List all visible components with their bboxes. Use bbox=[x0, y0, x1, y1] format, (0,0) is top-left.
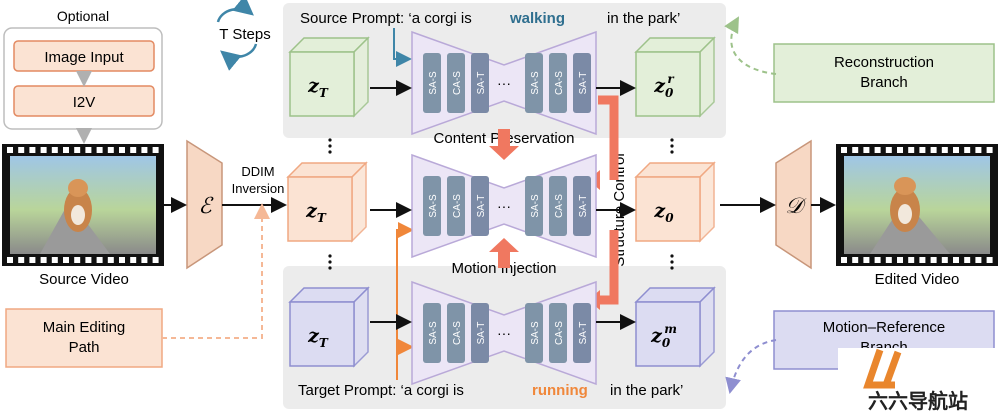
unet-block-sa-s: SA-S bbox=[525, 53, 543, 113]
unet-ellipsis: ··· bbox=[497, 198, 511, 214]
watermark-text: 六六导航站 bbox=[868, 389, 968, 413]
main-editing-dashed-arrow bbox=[162, 203, 270, 339]
latent-label: z0r bbox=[653, 72, 675, 100]
unet-block-sa-t: SA-T bbox=[471, 176, 489, 236]
unet-block-ca-s: CA-S bbox=[447, 53, 465, 113]
ddim-line-2: Inversion bbox=[232, 181, 285, 196]
unet-block-sa-t: SA-T bbox=[471, 303, 489, 363]
unet-block-label: CA-S bbox=[452, 71, 463, 95]
target-prompt-verb: running bbox=[532, 382, 588, 399]
target-prompt: Target Prompt: ‘a corgi is running in th… bbox=[298, 382, 683, 399]
source-video-filmstrip bbox=[2, 144, 164, 266]
encoder-block bbox=[186, 139, 223, 270]
unet-block-label: CA-S bbox=[452, 321, 463, 345]
unet-block-label: CA-S bbox=[554, 321, 565, 345]
watermark-logo: 六六导航站 bbox=[838, 348, 998, 413]
unet-block-label: SA-T bbox=[476, 195, 487, 218]
unet-block-label: SA-S bbox=[428, 194, 439, 218]
unet-block-sa-s: SA-S bbox=[525, 176, 543, 236]
unet-block-sa-s: SA-S bbox=[423, 176, 441, 236]
main-editing-path-line-1: Main Editing bbox=[43, 319, 126, 336]
unet-block-sa-s: SA-S bbox=[423, 53, 441, 113]
unet-block-sa-t: SA-T bbox=[573, 303, 591, 363]
unet-ellipsis: ··· bbox=[497, 75, 511, 91]
encoder-symbol: ℰ bbox=[198, 193, 214, 218]
unet-block-label: SA-T bbox=[578, 195, 589, 218]
decoder-block bbox=[775, 139, 812, 270]
target-prompt-suffix: in the park’ bbox=[610, 382, 683, 399]
unet-block-ca-s: CA-S bbox=[549, 303, 567, 363]
unet-block-label: SA-T bbox=[578, 72, 589, 95]
unet-block-sa-t: SA-T bbox=[573, 53, 591, 113]
unet-block-sa-s: SA-S bbox=[525, 303, 543, 363]
edited-video-filmstrip bbox=[836, 144, 998, 266]
unet-block-sa-s: SA-S bbox=[423, 303, 441, 363]
target-prompt-prefix: Target Prompt: ‘a corgi is bbox=[298, 382, 464, 399]
vertical-ellipses bbox=[328, 138, 674, 270]
unet-main: SA-S CA-S SA-T SA-S CA-S SA-T ··· bbox=[411, 153, 597, 259]
unet-target: SA-S CA-S SA-T SA-S CA-S SA-T ··· bbox=[411, 280, 597, 386]
latent-cube-zt-source: zT bbox=[288, 36, 370, 118]
source-prompt-verb: walking bbox=[509, 10, 565, 27]
unet-block-label: SA-S bbox=[530, 194, 541, 218]
unet-block-ca-s: CA-S bbox=[447, 303, 465, 363]
latent-cube-zt-target: zT bbox=[288, 286, 370, 368]
source-video-label: Source Video bbox=[39, 271, 129, 288]
motion-reference-line-1: Motion–Reference bbox=[823, 319, 946, 336]
unet-block-ca-s: CA-S bbox=[549, 53, 567, 113]
unet-block-label: SA-S bbox=[428, 321, 439, 345]
motion-injection-arrow bbox=[489, 238, 519, 268]
unet-block-sa-t: SA-T bbox=[573, 176, 591, 236]
unet-block-sa-t: SA-T bbox=[471, 53, 489, 113]
main-editing-path-line-2: Path bbox=[69, 339, 100, 356]
target-prompt-arrow bbox=[396, 222, 414, 380]
i2v-label: I2V bbox=[73, 94, 96, 111]
unet-block-ca-s: CA-S bbox=[549, 176, 567, 236]
unet-block-label: SA-T bbox=[476, 72, 487, 95]
motion-injection-label: Motion Injection bbox=[451, 260, 556, 277]
latent-cube-z0-motion: z0m bbox=[634, 286, 716, 368]
reconstruction-branch-line-2: Branch bbox=[860, 74, 908, 91]
motion-reference-dashed-arrow bbox=[725, 339, 777, 394]
unet-block-label: SA-T bbox=[578, 322, 589, 345]
unet-block-label: SA-S bbox=[530, 321, 541, 345]
unet-source: SA-S CA-S SA-T SA-S CA-S SA-T ··· bbox=[411, 30, 597, 136]
unet-block-label: CA-S bbox=[452, 194, 463, 218]
t-steps-cycle-icon bbox=[216, 0, 258, 71]
main-editing-path-box bbox=[5, 308, 163, 368]
unet-block-label: SA-S bbox=[428, 71, 439, 95]
reconstruction-dashed-arrow bbox=[724, 16, 777, 75]
latent-cube-z0-reconstruction: z0r bbox=[634, 36, 716, 118]
latent-cube-z0-main: z0 bbox=[634, 161, 716, 243]
ddim-line-1: DDIM bbox=[241, 164, 274, 179]
row-arrows bbox=[370, 80, 636, 330]
unet-block-ca-s: CA-S bbox=[447, 176, 465, 236]
optional-title: Optional bbox=[57, 8, 109, 24]
unet-ellipsis: ··· bbox=[497, 325, 511, 341]
t-steps-label: T Steps bbox=[219, 26, 270, 43]
decoder-symbol: 𝒟 bbox=[785, 193, 807, 218]
source-prompt-prefix: Source Prompt: ‘a corgi is bbox=[300, 10, 472, 27]
reconstruction-branch-box bbox=[773, 43, 995, 103]
unet-block-label: SA-S bbox=[530, 71, 541, 95]
source-prompt: Source Prompt: ‘a corgi is walking in th… bbox=[300, 10, 680, 27]
unet-block-label: CA-S bbox=[554, 194, 565, 218]
unet-block-label: SA-T bbox=[476, 322, 487, 345]
image-input-label: Image Input bbox=[44, 49, 124, 66]
unet-block-label: CA-S bbox=[554, 71, 565, 95]
reconstruction-branch-line-1: Reconstruction bbox=[834, 54, 934, 71]
source-prompt-suffix: in the park’ bbox=[607, 10, 680, 27]
latent-cube-zt-main: zT bbox=[286, 161, 368, 243]
edited-video-label: Edited Video bbox=[875, 271, 960, 288]
source-prompt-arrow bbox=[393, 28, 412, 67]
content-preservation-arrow bbox=[489, 129, 519, 160]
